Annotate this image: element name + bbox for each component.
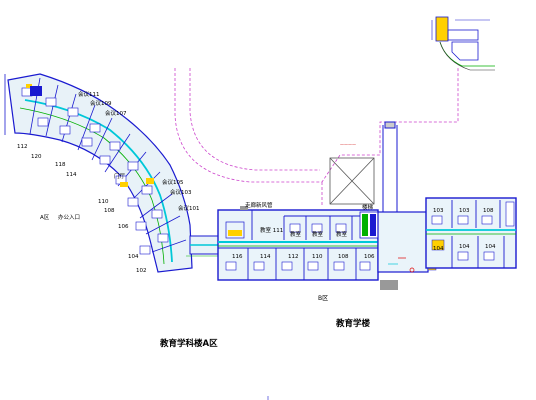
room-label: 教室 bbox=[336, 230, 348, 238]
room-label: 118 bbox=[55, 162, 66, 168]
room-label: 108 bbox=[338, 254, 349, 260]
connector-corridor bbox=[186, 235, 220, 257]
a-zone-label: A区 bbox=[40, 214, 50, 221]
room-label: 120 bbox=[31, 154, 42, 160]
left-wing bbox=[4, 73, 193, 273]
room-label: 会议107 bbox=[105, 109, 127, 117]
b-zone-label: B区 bbox=[318, 295, 328, 302]
stair-detail-top-right bbox=[431, 16, 495, 71]
room-label: 103 bbox=[433, 208, 444, 214]
open-shaft bbox=[329, 157, 375, 205]
room-label: 门厅 bbox=[114, 172, 126, 180]
site-boundary bbox=[174, 68, 459, 205]
room-label: 104 bbox=[459, 244, 470, 250]
room-label: 110 bbox=[98, 199, 109, 205]
room-label: 102 bbox=[136, 268, 147, 274]
room-label: 会议103 bbox=[170, 188, 192, 196]
corridor-label: 走廊新风管 bbox=[245, 201, 273, 209]
room-label: 116 bbox=[232, 254, 243, 260]
riser-corridor bbox=[382, 121, 398, 212]
left-building-caption: 教育学科楼A区 bbox=[159, 338, 218, 349]
room-label: 112 bbox=[288, 254, 299, 260]
left-wing-labels: 会议111 会议109 会议107 会议105 会议103 会议101 112 … bbox=[17, 90, 200, 274]
room-label: 114 bbox=[260, 254, 271, 260]
room-label: 108 bbox=[104, 208, 115, 214]
room-label: 106 bbox=[118, 224, 129, 230]
room-label: 104 bbox=[485, 244, 496, 250]
room-label: 103 bbox=[459, 208, 470, 214]
room-label: 会议101 bbox=[178, 204, 200, 212]
room-label: 教室 bbox=[290, 230, 302, 238]
a-side-label: 办公入口 bbox=[58, 213, 80, 221]
right-building-caption: 教育学楼 bbox=[335, 318, 371, 329]
room-label: 教室 bbox=[312, 230, 324, 238]
room-label: 110 bbox=[312, 254, 323, 260]
shaft-labels: ———— bbox=[340, 142, 356, 147]
room-label: 114 bbox=[66, 172, 77, 178]
right-block bbox=[425, 197, 517, 269]
middle-block bbox=[217, 206, 436, 290]
room-label: 112 bbox=[17, 144, 28, 150]
room-label: 教室 111 bbox=[260, 226, 283, 234]
room-label: 会议109 bbox=[90, 99, 112, 107]
room-label: 会议111 bbox=[78, 90, 100, 98]
svg-text:————: ———— bbox=[340, 142, 356, 147]
captions: B区 教育学楼 教育学科楼A区 bbox=[159, 295, 371, 349]
stair-core bbox=[359, 211, 379, 239]
middle-labels: 走廊新风管 教室 111 教室 教室 教室 116 114 112 110 10… bbox=[232, 201, 375, 260]
stair-label: 楼梯 bbox=[362, 203, 374, 211]
room-label: 104 bbox=[128, 254, 139, 260]
right-labels: 103 103 108 104 104 104 bbox=[433, 208, 496, 252]
room-label: 108 bbox=[483, 208, 494, 214]
room-label: 会议105 bbox=[162, 178, 184, 186]
room-label: 104 bbox=[433, 246, 444, 252]
room-label: 106 bbox=[364, 254, 375, 260]
